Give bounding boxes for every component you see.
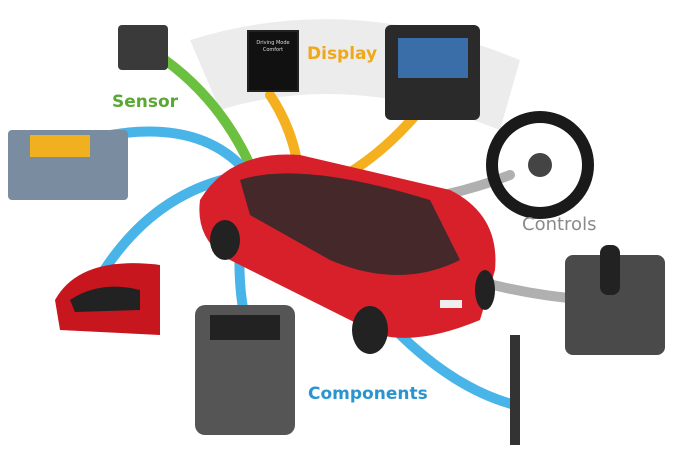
sensor-label: Sensor: [112, 92, 179, 112]
display-label: Display: [307, 44, 378, 64]
gear-shifter-image: [565, 255, 665, 355]
controls-label: Controls: [522, 214, 597, 235]
actuator-connector: [105, 126, 250, 175]
driving-mode-label: Driving Mode: [256, 40, 290, 46]
components-label: Components: [308, 384, 428, 404]
sensor-image: [118, 25, 168, 70]
driving-mode-value: Comfort: [262, 47, 284, 53]
strut-image: [510, 335, 520, 445]
steering-wheel-image: [486, 111, 594, 219]
car-image: [199, 154, 496, 354]
sensor-connector: [160, 55, 255, 170]
